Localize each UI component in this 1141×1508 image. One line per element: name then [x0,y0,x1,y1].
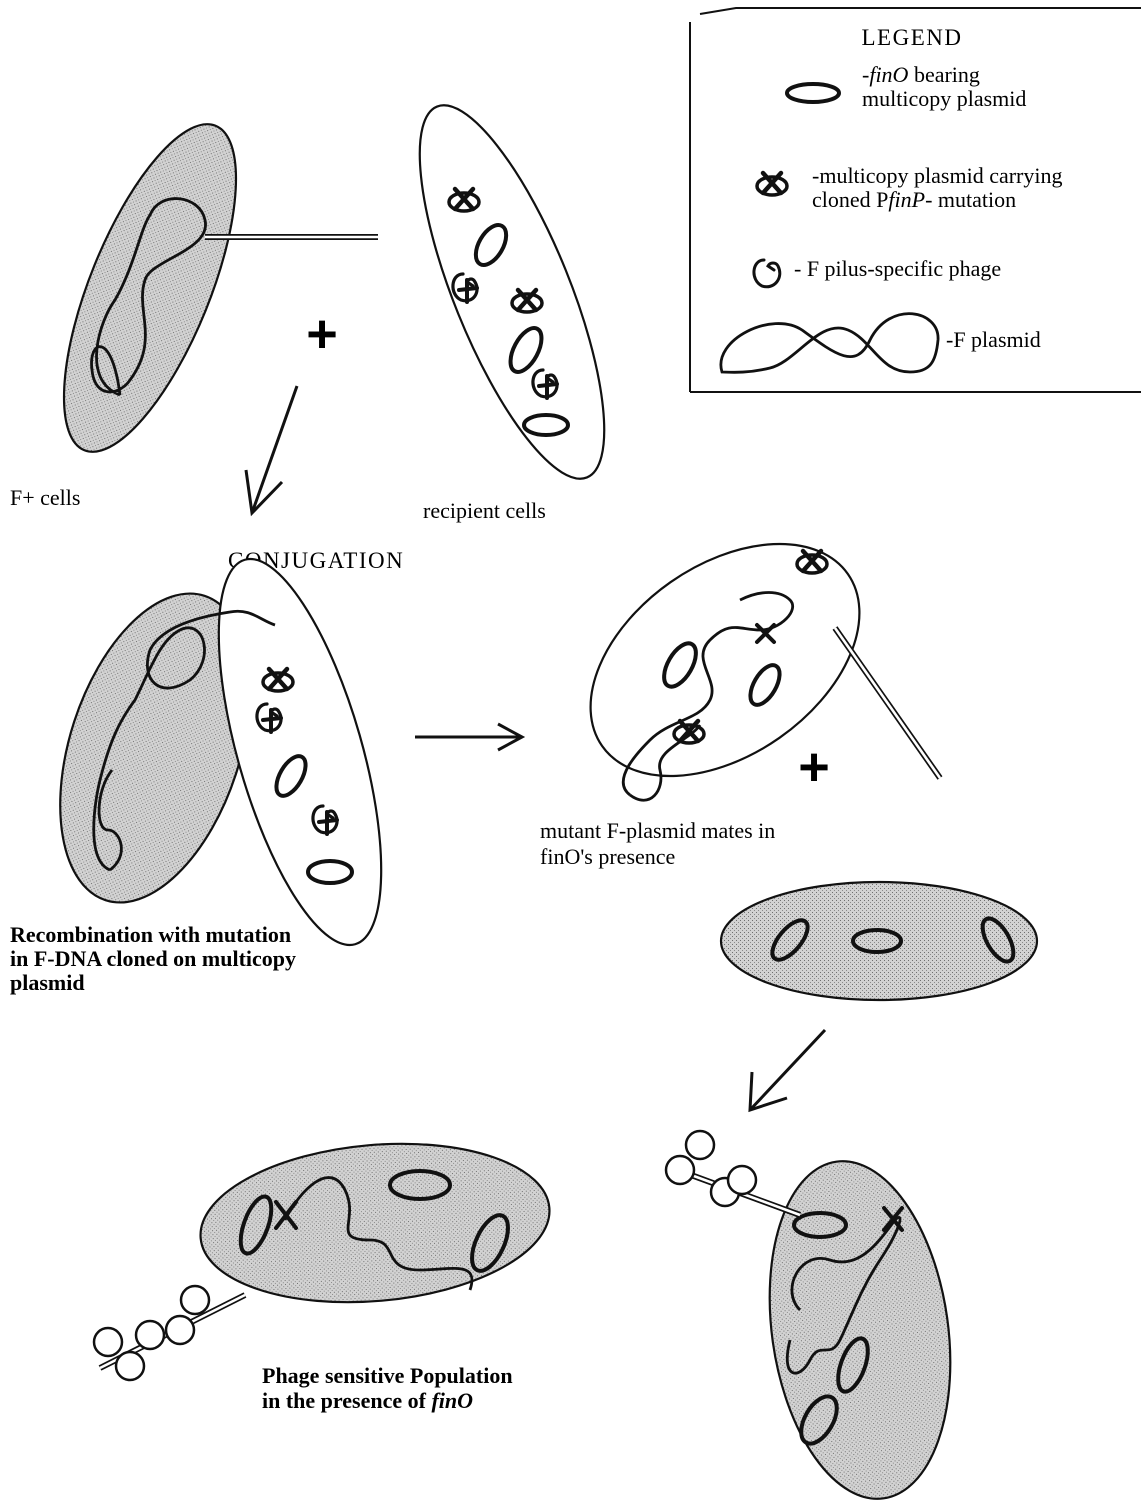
conjugating-cells [25,543,415,962]
f-plus-cell [29,103,271,472]
plus-sign-middle: + [798,737,830,797]
arrow-to-final [750,1030,825,1110]
legend-title: LEGEND [862,25,963,50]
phage-label-line2: in the presence of finO [262,1388,473,1413]
arrow-to-conjugation [246,386,297,513]
f-pilus-bottom-right [666,1131,800,1215]
arrow-to-mutant [415,724,522,750]
f-pilus-middle [835,628,940,778]
mutant-label-line2: finO's presence [540,844,675,869]
finO-cell [721,882,1037,1000]
recombination-line1: Recombination with mutation [10,922,291,947]
finO-plasmid-icon [787,84,839,102]
plus-sign-top: + [306,304,338,364]
mutant-plasmid-icon [757,173,787,195]
mutant-cell [548,496,903,824]
phage-label-line1: Phage sensitive Population [262,1363,513,1388]
recipient-cell [383,85,640,499]
recombination-line2: in F-DNA cloned on multicopy [10,946,296,971]
final-cell [749,1149,971,1508]
legend-phage-label: - F pilus-specific phage [794,256,1001,281]
recombination-line3: plasmid [10,970,85,995]
phage-sensitive-cell [194,1130,556,1316]
f-plus-cells-label: F+ cells [10,485,80,510]
legend-mutant-line2: cloned PfinP- mutation [812,187,1016,212]
legend-box: LEGEND -finO bearing multicopy plasmid -… [690,8,1141,392]
phage-icon [754,260,780,287]
recipient-cells-label: recipient cells [423,498,546,523]
legend-finO-line2: multicopy plasmid [862,86,1026,111]
f-pilus-bottom-left [94,1286,245,1380]
F-plasmid-icon [721,314,938,373]
legend-finO-line1: -finO bearing [862,62,980,87]
mutant-label-line1: mutant F-plasmid mates in [540,818,775,843]
legend-F-plasmid-label: -F plasmid [946,327,1041,352]
legend-mutant-line1: -multicopy plasmid carrying [812,163,1063,188]
